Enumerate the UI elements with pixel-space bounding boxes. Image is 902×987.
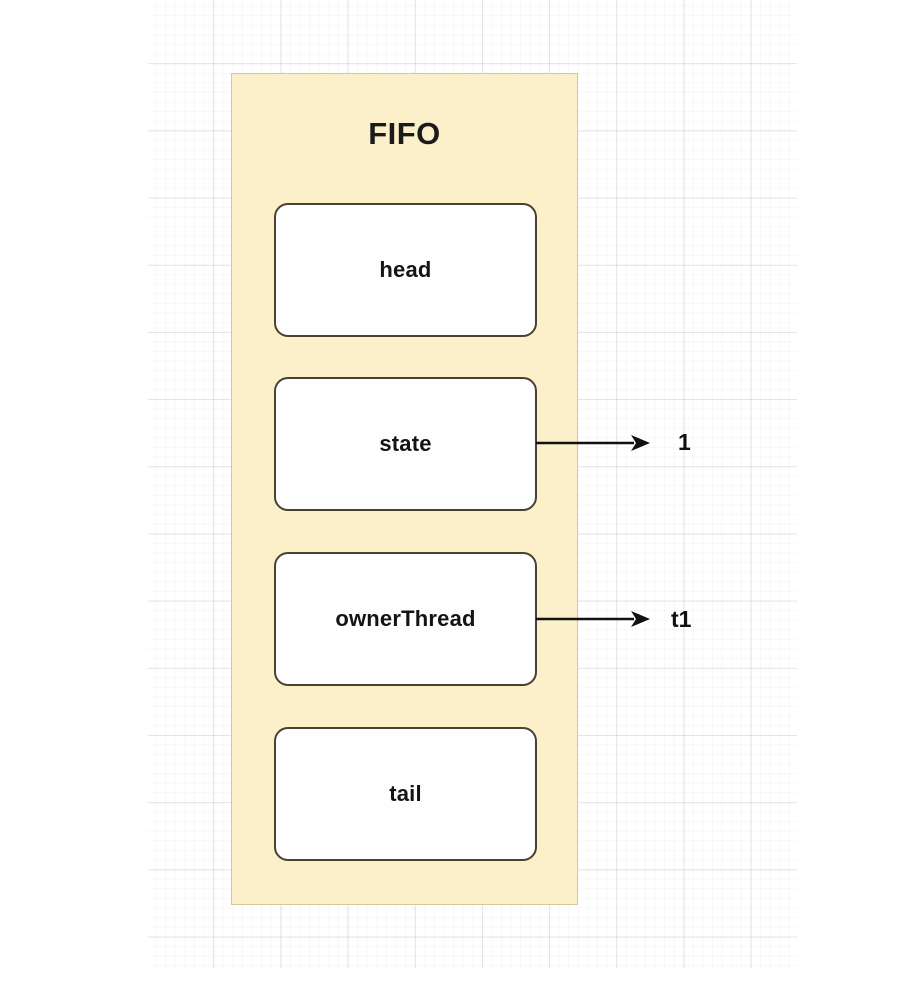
field-label-ownerthread: ownerThread [335, 606, 476, 631]
field-label-head: head [379, 257, 432, 282]
field-box-ownerthread[interactable]: ownerThread [274, 552, 537, 686]
value-label-state: 1 [678, 429, 691, 455]
field-label-state: state [379, 431, 432, 456]
value-label-ownerthread: t1 [671, 606, 692, 632]
field-box-head[interactable]: head [274, 203, 537, 337]
field-box-state[interactable]: state [274, 377, 537, 511]
field-label-tail: tail [389, 781, 422, 806]
field-box-tail[interactable]: tail [274, 727, 537, 861]
fifo-title: FIFO [368, 116, 441, 151]
